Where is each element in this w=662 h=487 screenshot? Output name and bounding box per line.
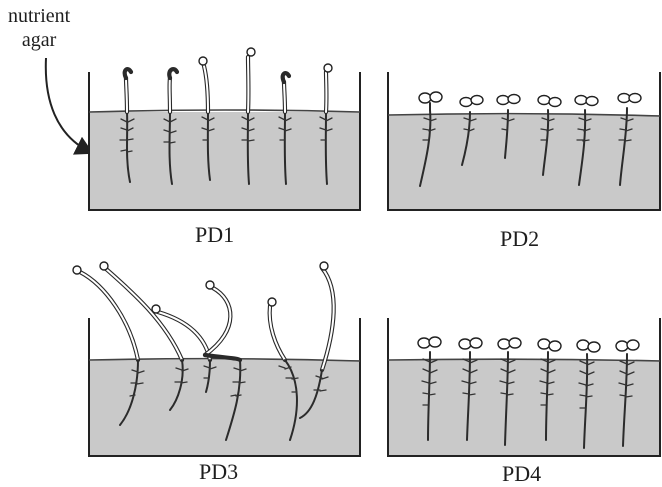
dish-pd3 bbox=[73, 262, 360, 456]
dish-label-pd1: PD1 bbox=[195, 222, 234, 248]
dish-pd4 bbox=[388, 318, 660, 456]
dish-label-pd3: PD3 bbox=[199, 459, 238, 485]
dish-label-pd4: PD4 bbox=[502, 461, 541, 487]
dish-pd2 bbox=[388, 72, 660, 210]
agar-surface-pd1 bbox=[89, 110, 360, 112]
agar-pd1 bbox=[89, 112, 360, 210]
dish-label-pd2: PD2 bbox=[500, 226, 539, 252]
dish-pd1 bbox=[89, 48, 360, 210]
agar-pd2 bbox=[388, 115, 660, 210]
agar-arrow bbox=[46, 58, 90, 152]
